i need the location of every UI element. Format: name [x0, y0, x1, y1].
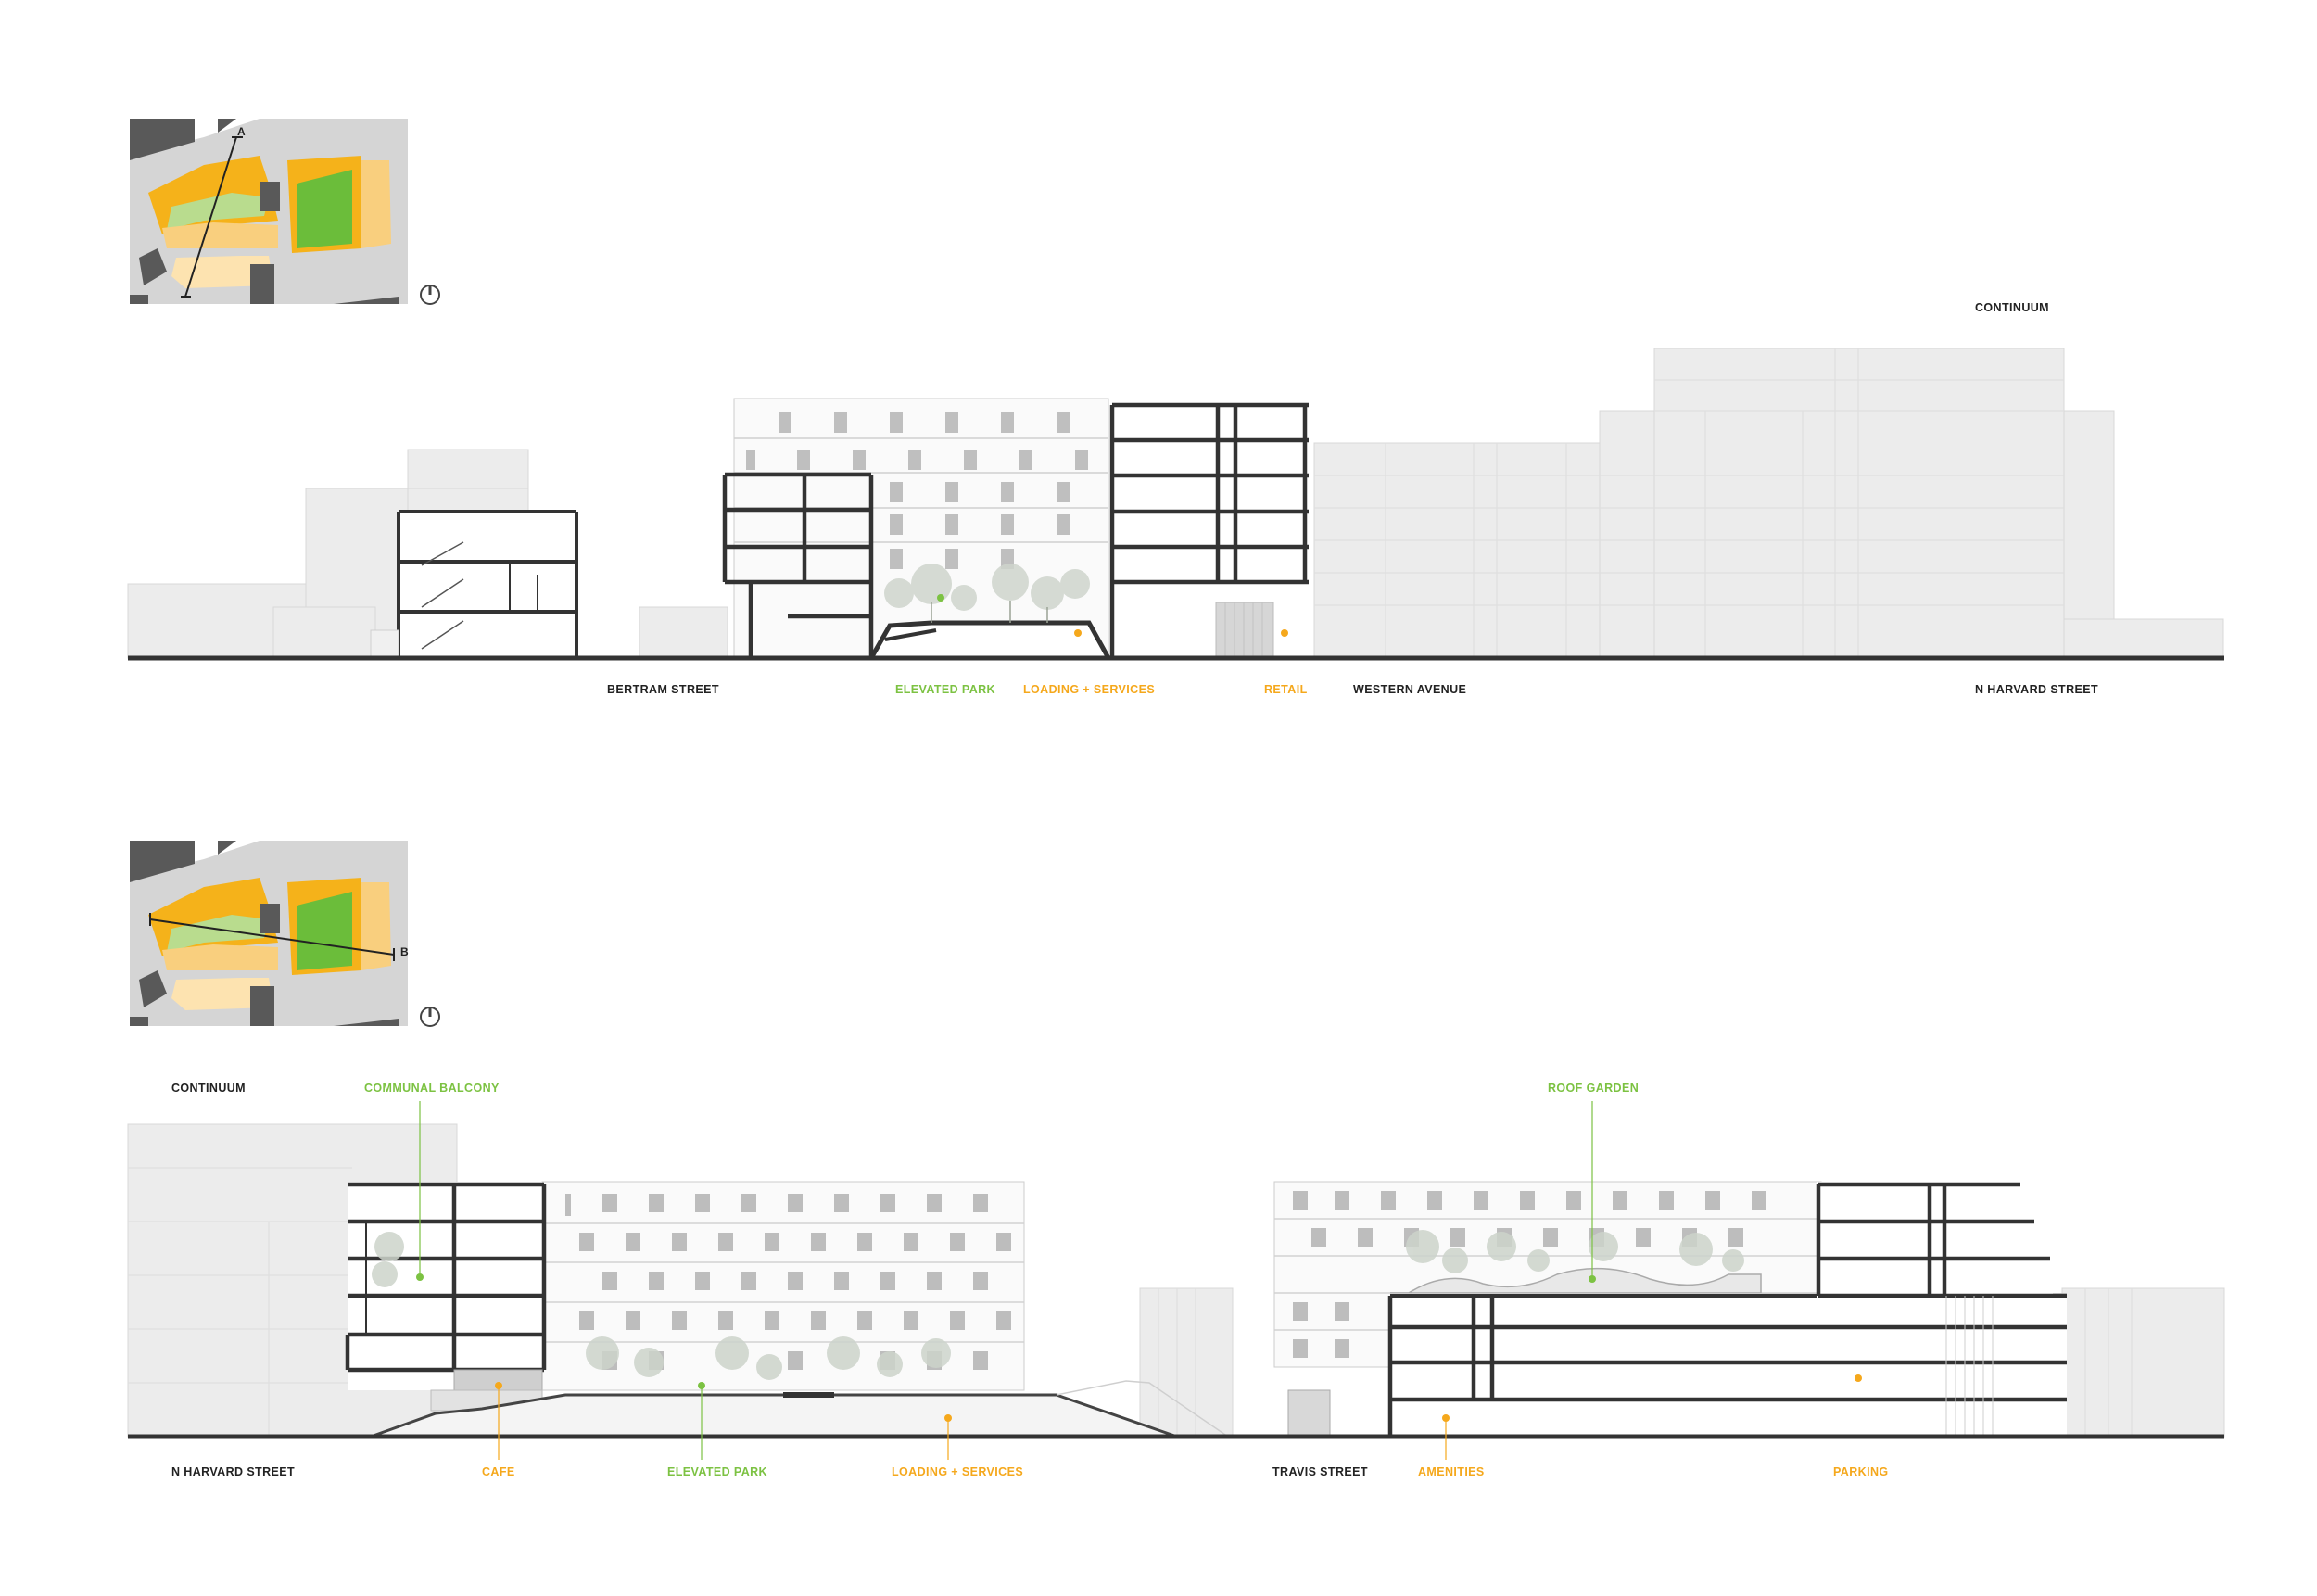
callout-loading-services-a: LOADING + SERVICES — [1023, 683, 1155, 696]
marker-amenities — [1442, 1414, 1450, 1422]
callout-loading-services-b: LOADING + SERVICES — [892, 1465, 1023, 1478]
callout-retail-a: RETAIL — [1264, 683, 1308, 696]
street-label-western-avenue: WESTERN AVENUE — [1353, 683, 1466, 696]
street-label-travis: TRAVIS STREET — [1272, 1465, 1368, 1478]
marker-loading-services-a — [1074, 629, 1082, 637]
callout-elevated-park-a: ELEVATED PARK — [895, 683, 995, 696]
marker-retail-a — [1281, 629, 1288, 637]
section-a-drawing — [127, 348, 2224, 661]
callout-cafe: CAFE — [482, 1465, 515, 1478]
street-label-n-harvard-a: N HARVARD STREET — [1975, 683, 2098, 696]
street-label-bertram: BERTRAM STREET — [607, 683, 719, 696]
continuum-label-b: CONTINUUM — [171, 1082, 246, 1095]
callout-amenities: AMENITIES — [1418, 1465, 1485, 1478]
marker-roof-garden — [1589, 1275, 1596, 1283]
marker-parking — [1855, 1374, 1862, 1382]
continuum-label-a: CONTINUUM — [1975, 301, 2049, 314]
section-marker-a: A — [237, 125, 246, 138]
marker-communal-balcony — [416, 1273, 424, 1281]
north-arrow-icon — [419, 1006, 441, 1028]
north-arrow-icon — [419, 284, 441, 306]
marker-cafe — [495, 1382, 502, 1389]
street-label-n-harvard-b: N HARVARD STREET — [171, 1465, 295, 1478]
callout-elevated-park-b: ELEVATED PARK — [667, 1465, 767, 1478]
marker-elevated-park-b — [698, 1382, 705, 1389]
marker-loading-services-b — [944, 1414, 952, 1422]
section-marker-b: B — [400, 945, 409, 958]
callout-roof-garden: ROOF GARDEN — [1548, 1082, 1639, 1095]
key-map-a: A — [130, 119, 441, 306]
callout-communal-balcony: COMMUNAL BALCONY — [364, 1082, 500, 1095]
marker-elevated-park-a — [937, 594, 944, 602]
callout-parking: PARKING — [1833, 1465, 1889, 1478]
key-map-b: B — [130, 841, 441, 1028]
section-b-drawing — [127, 1101, 2225, 1460]
